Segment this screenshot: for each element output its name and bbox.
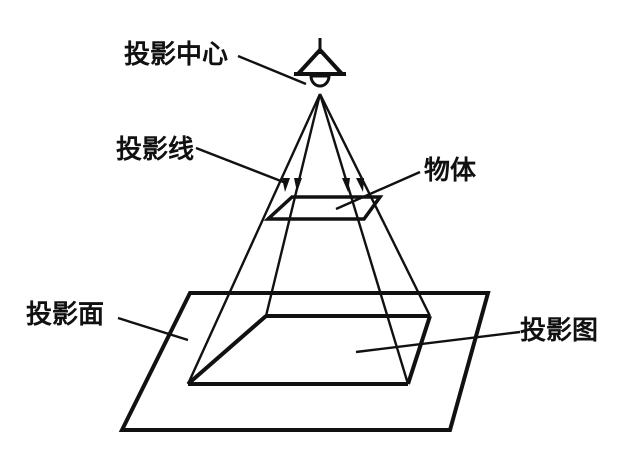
projected-image: [186, 314, 432, 386]
label-projection-plane: 投影面: [26, 300, 105, 330]
projection-plane: [118, 291, 491, 432]
label-projection-ray: 投影线: [116, 135, 195, 165]
lamp-icon: [293, 38, 347, 88]
object-shape: [263, 195, 384, 221]
leader-lines: [117, 54, 521, 354]
ray-arrowheads: [282, 178, 364, 192]
projection-rays: [186, 93, 432, 385]
label-projection-center: 投影中心: [124, 40, 229, 70]
label-projected-image: 投影图: [520, 316, 599, 346]
label-object: 物体: [424, 156, 477, 186]
